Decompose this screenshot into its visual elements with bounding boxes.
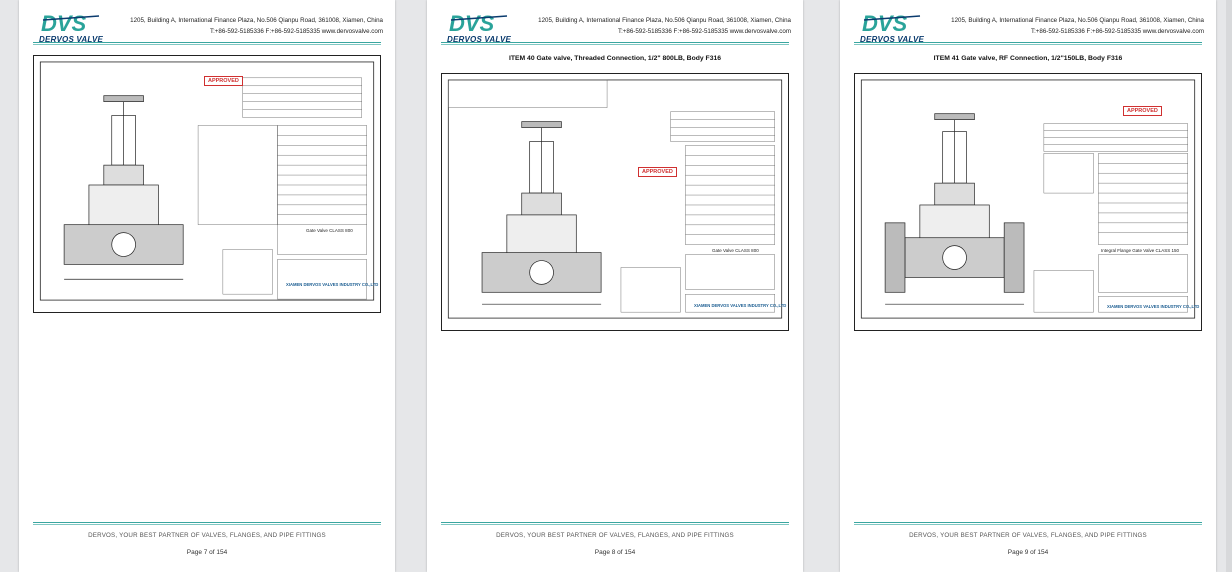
page-number: Page 9 of 154 bbox=[1007, 549, 1049, 556]
footer-divider-secondary bbox=[33, 524, 381, 525]
footer-slogan: DERVOS, YOUR BEST PARTNER OF VALVES, FLA… bbox=[88, 532, 326, 539]
title-block-company: XIAMEN DERVOS VALVES INDUSTRY CO.,LTD bbox=[286, 282, 379, 287]
brand-name: DERVOS VALVE bbox=[447, 35, 512, 44]
header-divider bbox=[854, 42, 1202, 43]
company-address: 1205, Building A, International Finance … bbox=[538, 17, 791, 24]
svg-text:DVS: DVS bbox=[449, 12, 495, 34]
gate-valve-drawing bbox=[860, 79, 1196, 319]
approved-stamp: APPROVED bbox=[1123, 106, 1162, 116]
valve-class-label: Gate Valve CLASS 800 bbox=[712, 248, 759, 253]
header-divider-secondary bbox=[33, 44, 381, 45]
company-contact: T:+86-592-5185336 F:+86-592-5185335 www.… bbox=[1030, 28, 1204, 35]
item-title: ITEM 41 Gate valve, RF Connection, 1/2"1… bbox=[933, 55, 1123, 62]
dvs-logo-icon: DVS bbox=[41, 12, 100, 34]
header-divider-secondary bbox=[441, 44, 789, 45]
header-divider-secondary bbox=[854, 44, 1202, 45]
company-contact: T:+86-592-5185336 F:+86-592-5185335 www.… bbox=[209, 28, 383, 35]
company-contact: T:+86-592-5185336 F:+86-592-5185335 www.… bbox=[617, 28, 791, 35]
dvs-logo-icon: DVS bbox=[449, 12, 508, 34]
pdf-page-8: DVS DERVOS VALVE 1205, Building A, Inter… bbox=[427, 0, 803, 572]
engineering-drawing: APPROVED Gate Valve CLASS 800 XIAMEN DER… bbox=[441, 73, 789, 331]
company-address-block: 1205, Building A, International Finance … bbox=[538, 15, 791, 37]
header-divider bbox=[33, 42, 381, 43]
approved-stamp: APPROVED bbox=[638, 167, 677, 177]
title-block-company: XIAMEN DERVOS VALVES INDUSTRY CO.,LTD bbox=[694, 303, 787, 308]
pdf-page-7: DVS DERVOS VALVE 1205, Building A, Inter… bbox=[19, 0, 395, 572]
valve-class-label: Integral Flange Gate Valve CLASS 150 bbox=[1101, 248, 1179, 253]
page-number: Page 8 of 154 bbox=[594, 549, 636, 556]
page-number: Page 7 of 154 bbox=[186, 549, 228, 556]
vertical-scrollbar[interactable] bbox=[1226, 0, 1232, 572]
footer-divider bbox=[441, 522, 789, 523]
brand-name: DERVOS VALVE bbox=[860, 35, 925, 44]
svg-text:DVS: DVS bbox=[862, 12, 908, 34]
gate-valve-drawing bbox=[39, 61, 375, 301]
pdf-page-9: DVS DERVOS VALVE 1205, Building A, Inter… bbox=[840, 0, 1216, 572]
company-address-block: 1205, Building A, International Finance … bbox=[951, 15, 1204, 37]
engineering-drawing: APPROVED Gate Valve CLASS 800 XIAMEN DER… bbox=[33, 55, 381, 313]
footer-slogan: DERVOS, YOUR BEST PARTNER OF VALVES, FLA… bbox=[909, 532, 1147, 539]
dvs-logo-icon: DVS bbox=[862, 12, 921, 34]
company-address: 1205, Building A, International Finance … bbox=[130, 17, 383, 24]
company-logo: DVS DERVOS VALVE bbox=[860, 12, 930, 44]
approved-stamp: APPROVED bbox=[204, 76, 243, 86]
footer-divider-secondary bbox=[441, 524, 789, 525]
brand-name: DERVOS VALVE bbox=[39, 35, 104, 44]
company-logo: DVS DERVOS VALVE bbox=[39, 12, 109, 44]
header-divider bbox=[441, 42, 789, 43]
company-address-block: 1205, Building A, International Finance … bbox=[130, 15, 383, 37]
company-logo: DVS DERVOS VALVE bbox=[447, 12, 517, 44]
gate-valve-drawing bbox=[447, 79, 783, 319]
footer-divider bbox=[854, 522, 1202, 523]
company-address: 1205, Building A, International Finance … bbox=[951, 17, 1204, 24]
title-block-company: XIAMEN DERVOS VALVES INDUSTRY CO.,LTD bbox=[1107, 304, 1200, 309]
engineering-drawing: APPROVED Integral Flange Gate Valve CLAS… bbox=[854, 73, 1202, 331]
svg-text:DVS: DVS bbox=[41, 12, 87, 34]
item-title: ITEM 40 Gate valve, Threaded Connection,… bbox=[508, 55, 722, 62]
footer-divider bbox=[33, 522, 381, 523]
footer-divider-secondary bbox=[854, 524, 1202, 525]
footer-slogan: DERVOS, YOUR BEST PARTNER OF VALVES, FLA… bbox=[496, 532, 734, 539]
valve-class-label: Gate Valve CLASS 800 bbox=[306, 228, 353, 233]
